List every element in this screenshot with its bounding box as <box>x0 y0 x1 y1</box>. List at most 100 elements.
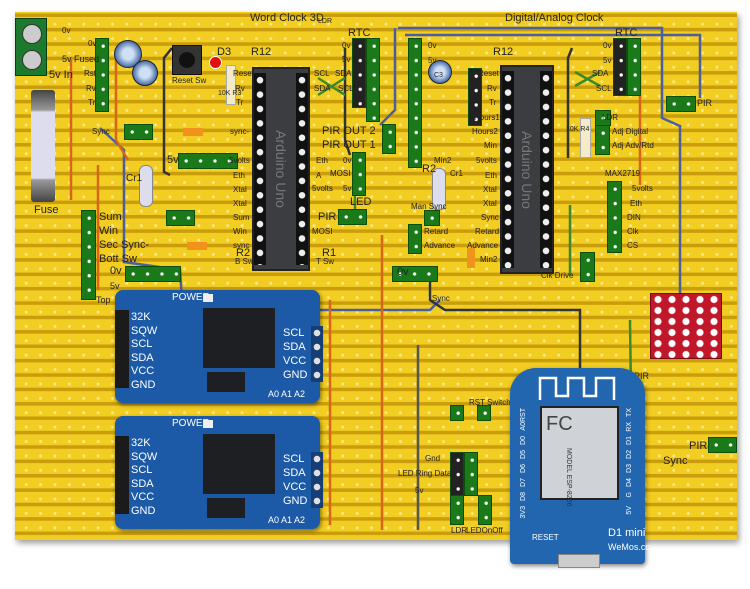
board-label: Tr <box>489 98 497 107</box>
header-5v <box>178 153 238 169</box>
diode <box>183 128 203 136</box>
board-label: Eth <box>485 171 498 180</box>
rtc-chip <box>203 308 275 368</box>
capacitor-c3 <box>428 60 452 84</box>
rtc-pin-left: 32K <box>131 311 151 323</box>
board-label: Bott Sw <box>99 253 137 265</box>
header-max2719 <box>607 181 622 253</box>
eeprom-chip <box>207 372 245 392</box>
title-word-clock: Word Clock 3D <box>250 12 324 24</box>
rtc-pin-left: VCC <box>131 365 155 377</box>
wemos-pin-right: G <box>626 492 633 498</box>
board-label: Reset Sw <box>172 76 207 85</box>
wemos-pin-right: D3 <box>626 464 633 473</box>
wemos-pin-right: 5V <box>626 506 633 515</box>
header-rst-switch-2 <box>477 405 491 421</box>
rtc-connector <box>115 436 129 514</box>
board-label: 5volts <box>312 184 333 193</box>
board-label: RST Switch <box>469 398 511 407</box>
board-label: Min <box>484 141 497 150</box>
board-label: R1 <box>322 247 337 259</box>
board-label: Sync <box>663 455 688 467</box>
rtc-pin-right: SDA <box>283 467 306 479</box>
chip-label: Arduino Uno <box>519 130 535 209</box>
board-label: PIR <box>634 371 650 381</box>
board-label: Fuse <box>34 204 59 216</box>
board-label: SCL <box>338 84 354 93</box>
rtc-pin-left: SCL <box>131 338 153 350</box>
header-pir-bottom <box>708 437 737 453</box>
rtc-pin-left: 32K <box>131 437 151 449</box>
wemos-pin-left: D5 <box>520 450 527 459</box>
header-rtc-right-2 <box>627 38 641 96</box>
board-label: 5volts <box>229 156 250 165</box>
board-label: 5volts <box>476 156 497 165</box>
antenna-icon <box>538 376 616 400</box>
board-label: 5v <box>603 56 612 65</box>
header-rtc-left <box>352 38 366 108</box>
wemos-pin-left: RST <box>520 408 527 422</box>
header-0v <box>125 266 181 282</box>
header-clk-drive <box>580 252 595 282</box>
board-label: 0v <box>342 41 351 50</box>
rtc-pin-right: GND <box>283 495 308 507</box>
board-label: Tr <box>236 98 244 107</box>
diode-2 <box>187 242 207 250</box>
board-label: R2 <box>422 163 437 175</box>
wemos-pin-left: D6 <box>520 464 527 473</box>
board-label: Retard <box>475 227 500 236</box>
board-label: Adj Digital <box>612 127 649 136</box>
level-shifter-board <box>650 293 722 359</box>
header-led-ring-2 <box>464 452 478 496</box>
board-label: Reset <box>233 69 254 78</box>
board-label: 10K R3 <box>218 90 242 97</box>
board-label: R12 <box>493 46 514 58</box>
board-label: Min2 <box>480 255 498 264</box>
header-man-sync <box>424 210 440 226</box>
board-label: Cr1 <box>126 173 143 184</box>
board-label: 5v Fused <box>62 54 100 64</box>
i2c-cross-left <box>317 76 346 97</box>
black-wire-3 <box>428 280 582 380</box>
board-label: 10K R4 <box>566 126 590 133</box>
board-label: 5v <box>110 281 120 291</box>
board-label: Advance <box>424 241 456 250</box>
board-label: Clk Drive <box>541 271 574 280</box>
board-label: Win <box>99 225 118 237</box>
wemos-pin-right: D4 <box>626 478 633 487</box>
rtc-pin-row <box>311 452 323 508</box>
reset-wire <box>162 47 173 177</box>
rtc-pin-left: VCC <box>131 491 155 503</box>
fcc-logo: FC <box>546 413 573 435</box>
rtc-pin-right: SCL <box>283 453 305 465</box>
reset-label: RESET <box>532 533 559 542</box>
board-label: SCL <box>596 84 612 93</box>
wemos-pin-left: D0 <box>520 436 527 445</box>
header-rtc-right <box>613 38 627 96</box>
wemos-pin-left: 3V3 <box>520 506 527 519</box>
board-label: MOSI <box>330 169 351 178</box>
header-0v-right <box>392 266 438 282</box>
header-pir-right <box>666 96 696 112</box>
board-label: SCL <box>314 69 330 78</box>
board-label: Sum <box>233 213 250 222</box>
board-label: LED Ring Data <box>398 469 452 478</box>
wemos-d1-mini: FC MODEL ESP-8266 RESET D1 mini WeMos.cc… <box>510 368 650 568</box>
header-ldr <box>595 110 611 126</box>
board-label: SDA <box>335 69 352 78</box>
header-pir <box>338 209 367 225</box>
board-label: 0v <box>62 26 71 35</box>
rtc-pin-row <box>311 326 323 382</box>
board-label: R2 <box>236 247 251 259</box>
board-label: Reset <box>478 69 499 78</box>
reset-switch-button[interactable] <box>172 45 202 75</box>
board-label: Hours1 <box>474 113 500 122</box>
board-label: RTC <box>348 27 371 39</box>
header-mosi <box>352 152 366 196</box>
fuse <box>31 90 55 202</box>
power-led <box>203 294 213 302</box>
board-label: D3 <box>217 46 232 58</box>
